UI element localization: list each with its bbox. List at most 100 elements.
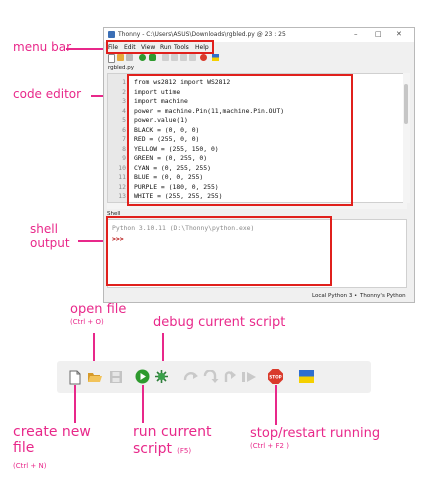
menu-file[interactable]: File	[108, 44, 119, 51]
code-line: import machine	[134, 97, 188, 105]
close-button[interactable]: ✕	[396, 30, 402, 38]
resume-icon[interactable]	[241, 370, 257, 384]
step-out-icon[interactable]	[180, 54, 187, 61]
code-line: GREEN = (0, 255, 0)	[134, 154, 208, 162]
run-arrow	[142, 385, 144, 423]
shell-output-highlight	[106, 216, 332, 286]
code-editor-annotation: code editor	[13, 87, 82, 101]
code-line: power = machine.Pin(11,machine.Pin.OUT)	[134, 106, 285, 115]
create-new-file-label-line1: create new	[13, 424, 91, 440]
menu-tools[interactable]: Tools	[174, 44, 189, 51]
maximize-button[interactable]: □	[375, 30, 382, 38]
code-line: RED = (255, 0, 0)	[134, 135, 200, 143]
editor-horizontal-scrollbar[interactable]	[107, 203, 407, 209]
toolbar	[104, 52, 414, 63]
line-number: 7	[122, 135, 126, 143]
step-over-icon[interactable]	[162, 54, 169, 61]
status-separator: •	[354, 293, 358, 299]
run-script-shortcut: (F5)	[177, 447, 192, 455]
ukraine-flag-icon	[212, 54, 219, 61]
line-number: 9	[122, 154, 126, 162]
shell-tab[interactable]: Shell	[107, 211, 121, 217]
code-line: WHITE = (255, 255, 255)	[134, 192, 223, 200]
step-over-icon[interactable]	[183, 370, 199, 384]
code-line: CYAN = (0, 255, 255)	[134, 163, 211, 172]
menu-bar: File Edit View Run Tools Help	[104, 42, 414, 52]
status-interpreter[interactable]: Local Python 3	[312, 293, 353, 299]
menu-run[interactable]: Run	[160, 44, 172, 51]
menu-edit[interactable]: Edit	[124, 44, 136, 51]
run-icon[interactable]	[135, 369, 150, 384]
stop-icon[interactable]: STOP	[267, 368, 284, 385]
thonny-window: Thonny - C:\Users\ASUS\Downloads\rgbled.…	[103, 27, 415, 303]
shell-annotation-line1: shell	[30, 222, 58, 236]
shell-annotation-line2: output	[30, 236, 70, 250]
save-icon[interactable]	[109, 370, 123, 384]
code-line: BLUE = (0, 0, 255)	[134, 173, 204, 181]
shell-banner: Python 3.10.11 (D:\Thonny\python.exe)	[112, 224, 255, 232]
stop-icon[interactable]	[200, 54, 207, 61]
run-icon[interactable]	[139, 54, 146, 61]
line-number: 10	[118, 163, 126, 172]
line-number: 6	[122, 125, 126, 134]
enlarged-toolbar: STOP	[57, 361, 371, 393]
code-line: PURPLE = (180, 0, 255)	[134, 182, 219, 191]
debug-script-annotation: debug current script	[153, 315, 286, 330]
shell-panel[interactable]: Python 3.10.11 (D:\Thonny\python.exe) >>…	[107, 219, 407, 288]
create-new-file-shortcut: (Ctrl + N)	[13, 462, 47, 470]
editor-scroll-thumb[interactable]	[404, 84, 408, 124]
window-title: Thonny - C:\Users\ASUS\Downloads\rgbled.…	[118, 31, 286, 38]
line-number: 3	[122, 97, 126, 105]
stop-restart-shortcut: (Ctrl + F2 )	[250, 442, 289, 450]
step-into-icon[interactable]	[171, 54, 178, 61]
editor-tab[interactable]: rgbled.py	[108, 65, 135, 71]
svg-text:STOP: STOP	[269, 375, 282, 380]
open-file-icon[interactable]	[117, 54, 124, 61]
line-number: 11	[118, 173, 126, 181]
step-out-icon[interactable]	[223, 370, 237, 384]
line-number: 5	[122, 116, 126, 124]
run-script-annotation: run current script (F5)	[133, 424, 211, 459]
new-file-icon[interactable]	[69, 370, 81, 385]
menu-view[interactable]: View	[141, 44, 156, 51]
status-bar: Local Python 3 • Thonny's Python	[104, 290, 414, 302]
line-number: 13	[118, 192, 126, 200]
status-app[interactable]: Thonny's Python	[360, 293, 406, 299]
debug-icon[interactable]	[149, 54, 156, 61]
code-line: BLACK = (0, 0, 0)	[134, 125, 200, 134]
create-new-file-annotation: create new file (Ctrl + N)	[13, 424, 91, 474]
line-number: 2	[122, 87, 126, 96]
run-script-label-line1: run current	[133, 424, 212, 440]
menu-bar-highlight	[106, 40, 214, 54]
open-file-icon[interactable]	[87, 370, 103, 384]
create-new-file-label-line2: file	[13, 440, 35, 456]
new-file-icon[interactable]	[108, 54, 115, 63]
menu-help[interactable]: Help	[195, 44, 209, 51]
save-icon[interactable]	[126, 54, 133, 61]
code-editor-highlight	[127, 74, 353, 206]
line-number: 12	[118, 182, 126, 191]
run-script-label-line2: script	[133, 441, 173, 457]
code-line: power.value(1)	[134, 116, 188, 124]
debug-arrow	[162, 333, 164, 369]
menu-bar-arrow	[66, 48, 106, 50]
line-number: 4	[122, 106, 126, 115]
title-bar: Thonny - C:\Users\ASUS\Downloads\rgbled.…	[104, 28, 414, 42]
shell-output-annotation: shell output	[30, 222, 70, 250]
thonny-app-icon	[108, 31, 115, 38]
line-number: 8	[122, 144, 126, 153]
stop-restart-label: stop/restart running	[250, 426, 381, 441]
stop-restart-annotation: stop/restart running (Ctrl + F2 )	[250, 426, 380, 450]
line-number: 1	[122, 78, 126, 86]
minimize-button[interactable]: –	[354, 30, 358, 38]
open-file-arrow	[93, 333, 95, 369]
code-line: from ws2812 import WS2812	[134, 78, 231, 86]
step-into-icon[interactable]	[203, 370, 219, 384]
editor-vertical-scrollbar[interactable]	[403, 73, 410, 203]
resume-icon[interactable]	[189, 54, 196, 61]
shell-prompt: >>>	[112, 235, 124, 243]
debug-icon[interactable]	[154, 369, 169, 384]
code-line: YELLOW = (255, 150, 0)	[134, 144, 219, 153]
